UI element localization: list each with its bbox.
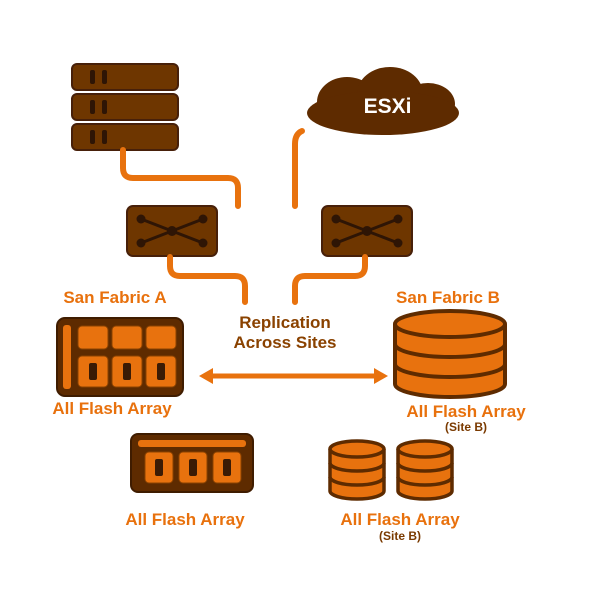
disk-cylinder-b2-icon [328,439,454,501]
san-switch-b-icon [321,205,413,257]
connector-esxi-to-fabric [292,128,305,209]
replication-label-line2: Across Sites [233,333,337,352]
fabric-a-label: San Fabric A [63,288,167,307]
cloud-icon [307,67,459,135]
disk-cylinder-b-icon [393,309,507,399]
replication-label: Replication Across Sites [215,313,355,353]
server-stack-icon [71,63,179,151]
connector-switch-a-to-center [167,254,248,305]
replication-arrow [199,368,388,384]
disk-array-b-label: All Flash Array [406,402,526,421]
flash-array-a-icon [56,317,184,397]
disk-array-b2-label: All Flash Array [340,510,460,529]
flash-array-a2-label: All Flash Array [125,510,245,529]
disk-array-b2-sublabel: (Site B) [379,529,421,543]
flash-array-a-label: All Flash Array [52,399,172,418]
replication-label-line1: Replication [239,313,331,332]
connector-server-to-fabric [120,147,241,209]
disk-array-b-sublabel: (Site B) [445,420,487,434]
fabric-b-label: San Fabric B [396,288,500,307]
esxi-label: ESXi [363,95,412,118]
flash-array-a2-icon [130,433,254,493]
san-switch-a-icon [126,205,218,257]
connector-switch-b-to-center [292,254,368,305]
